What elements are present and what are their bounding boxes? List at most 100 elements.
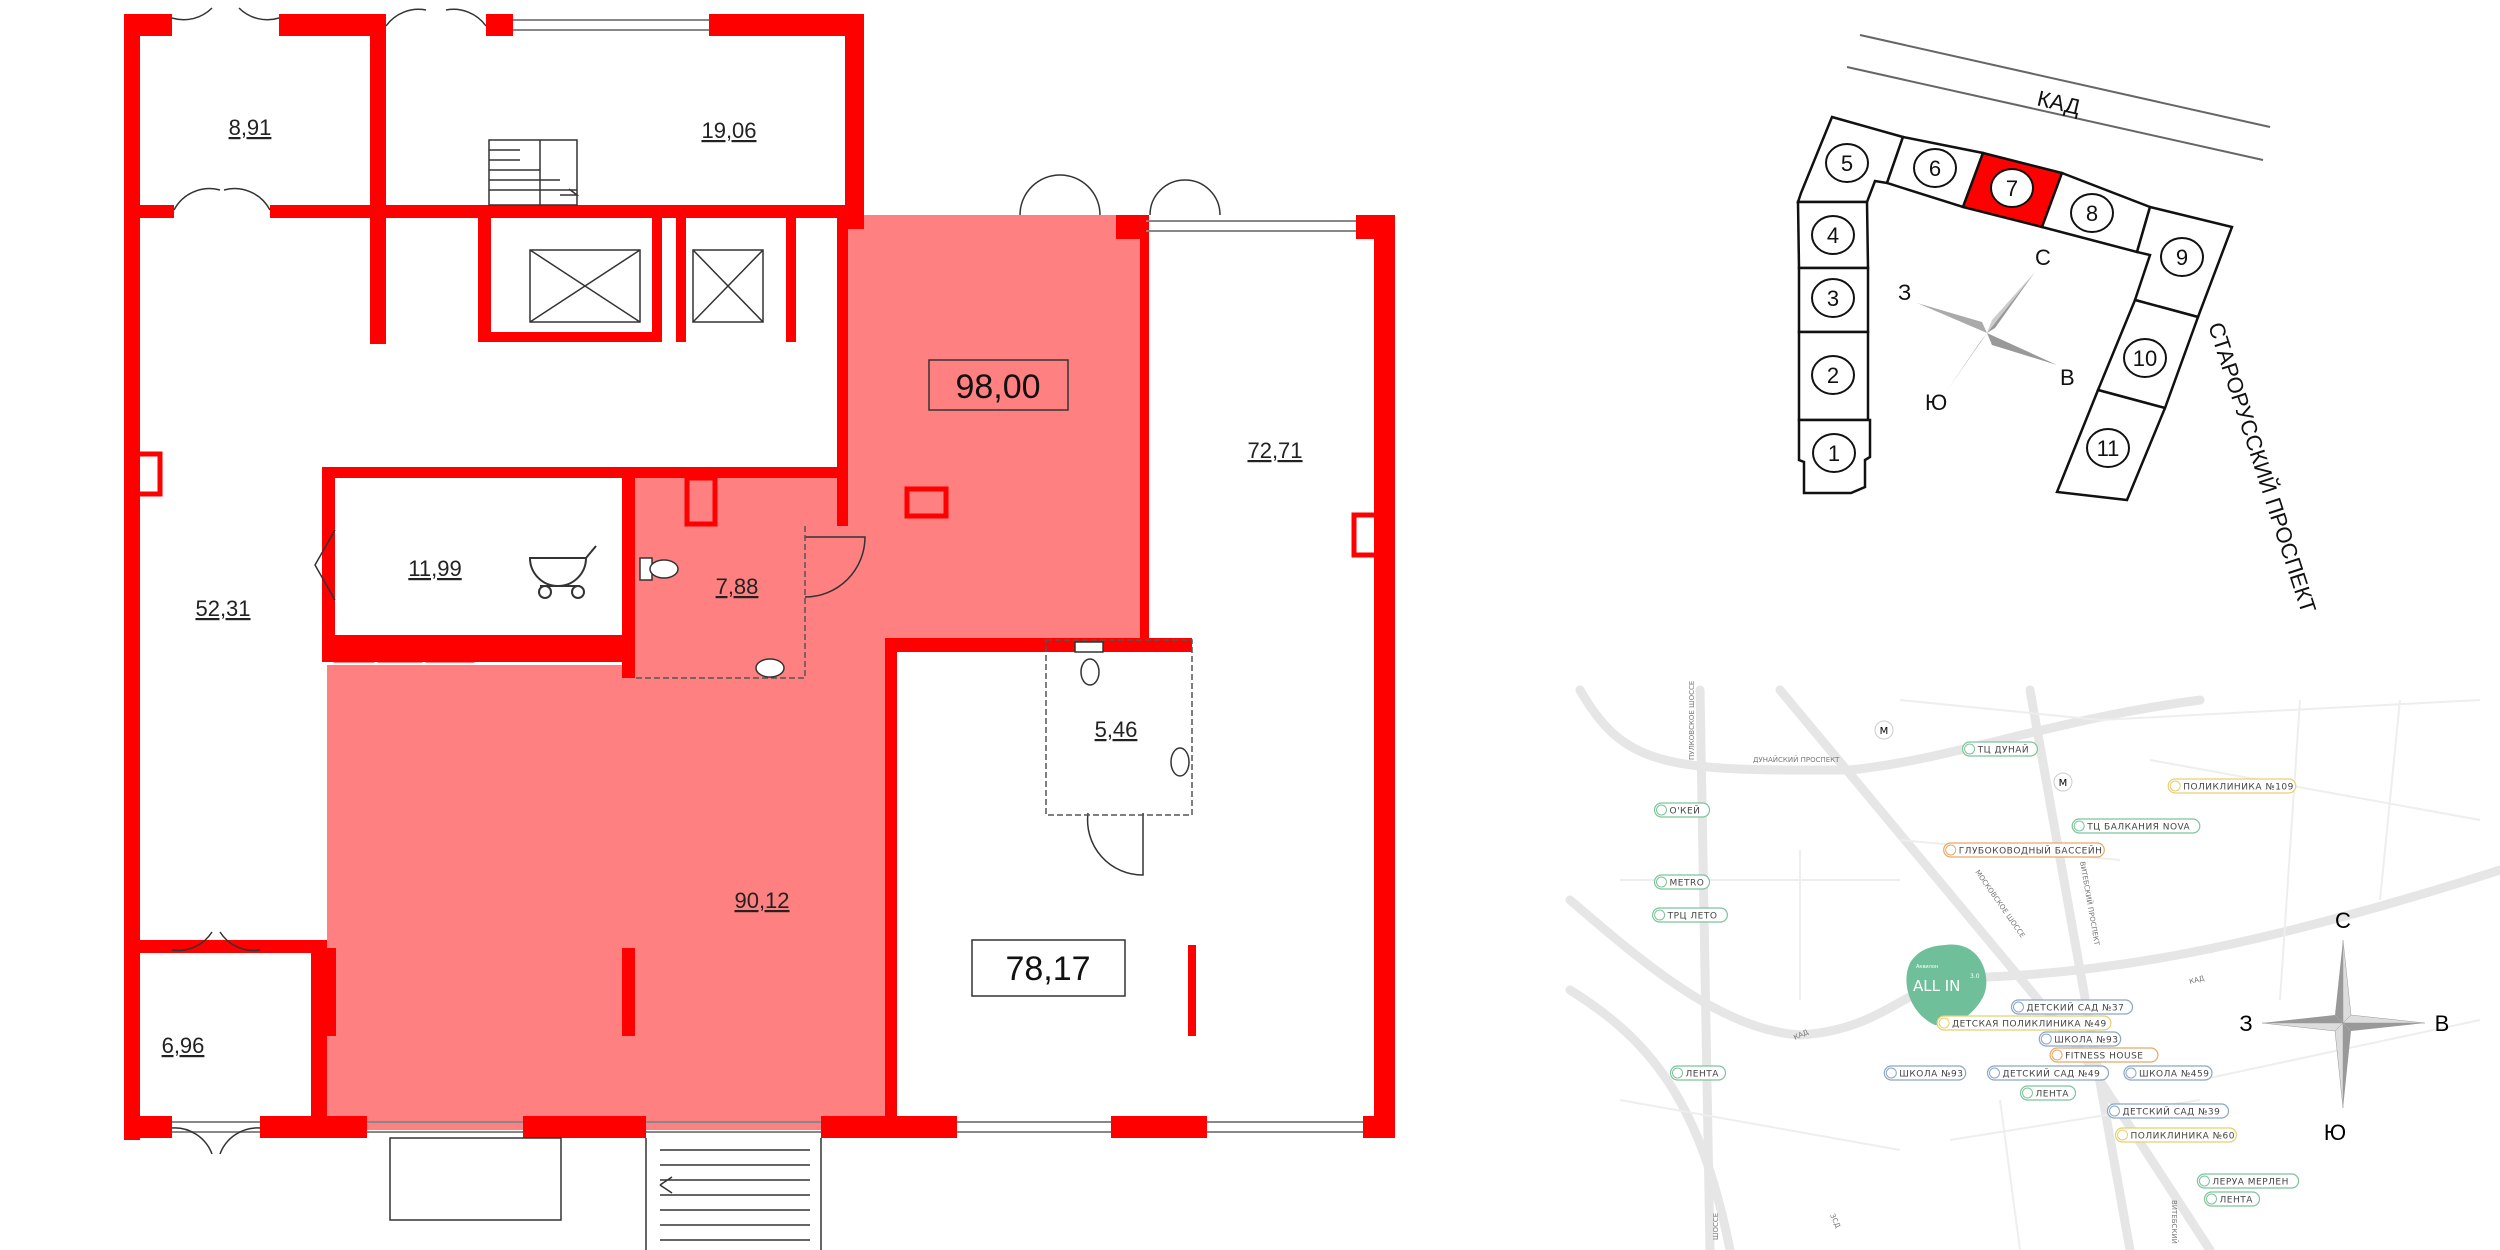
section-circle: [2070, 193, 2114, 233]
metro-icon: M: [2053, 772, 2073, 792]
poi-pill: [1936, 1015, 2112, 1031]
poi-shop[interactable]: METRO: [1653, 874, 1711, 890]
section-circle: [2160, 237, 2204, 277]
section-11[interactable]: 11: [2086, 428, 2130, 468]
section-5[interactable]: 5: [1825, 143, 1869, 183]
section-circle: [1913, 148, 1957, 188]
section-10[interactable]: 10: [2123, 338, 2167, 378]
room-area-label: 8,91: [229, 115, 272, 140]
map-compass: С З В Ю: [2239, 908, 2449, 1145]
section-circle: [1990, 168, 2034, 208]
poi-label: ЛЕНТА: [2220, 1196, 2254, 1206]
section-2[interactable]: 2: [1811, 355, 1855, 395]
section-number: 10: [2133, 346, 2157, 371]
poi-pill: [2196, 1173, 2300, 1189]
section-1[interactable]: 1: [1812, 433, 1856, 473]
poi-school[interactable]: ШКОЛА №93: [1883, 1065, 1967, 1081]
area-box-98: [928, 359, 1069, 411]
poi-clinic[interactable]: ПОЛИКЛИНИКА №60: [2114, 1127, 2238, 1143]
section-number: 3: [1827, 286, 1839, 311]
stroller-icon: [528, 545, 597, 599]
poi-label: ДЕТСКИЙ САД №37: [2027, 1002, 2125, 1014]
road-label: ВИТЕБСКИЙ ПРОСПЕКТ: [2078, 861, 2102, 947]
room-area-label: 90,12: [734, 888, 789, 913]
poi-shop[interactable]: ЛЕНТА: [2019, 1085, 2077, 1101]
section-number: 11: [2097, 436, 2120, 461]
poi-school[interactable]: ШКОЛА №93: [2038, 1031, 2122, 1047]
poi-school[interactable]: ДЕТСКИЙ САД №49: [1986, 1065, 2110, 1081]
poi-label: ШКОЛА №93: [1899, 1070, 1963, 1080]
building-sections: [1796, 115, 2234, 502]
school-icon: [2013, 1001, 2024, 1013]
project-sup: 3.0: [1970, 973, 1980, 980]
section-circle: [2123, 338, 2167, 378]
poi-pill: [2071, 818, 2201, 834]
poi-shop[interactable]: ТРЦ ЛЕТО: [1651, 907, 1728, 923]
section-6[interactable]: 6: [1913, 148, 1957, 188]
poi-label: ДЕТСКИЙ САД №49: [2003, 1068, 2101, 1080]
shop-icon: [1964, 743, 1976, 755]
poi-clinic[interactable]: ДЕТСКАЯ ПОЛИКЛИНИКА №49: [1936, 1015, 2112, 1031]
poi-school[interactable]: ДЕТСКИЙ САД №39: [2106, 1103, 2230, 1119]
poi-shop[interactable]: ТЦ ДУНАЙ: [1961, 741, 2038, 757]
section-7[interactable]: 7: [1990, 168, 2034, 208]
metro-icon: M: [1874, 720, 1894, 740]
poi-pill: [2106, 1103, 2230, 1119]
section-number: 8: [2086, 201, 2098, 226]
poi-pill: [1943, 842, 2105, 858]
clinic-icon: [2117, 1129, 2128, 1141]
road-label: ШОССЕ: [1712, 1213, 1720, 1240]
stairs: [389, 139, 822, 1250]
school-icon: [1885, 1067, 1897, 1079]
poi-pill: [2167, 778, 2297, 794]
section-circle: [1812, 433, 1856, 473]
section-number: 9: [2176, 245, 2188, 270]
poi-school[interactable]: ШКОЛА №459: [2123, 1065, 2213, 1081]
poi-pill: [1653, 802, 1711, 818]
room-area-label: 6,96: [162, 1033, 205, 1058]
section-4[interactable]: 4: [1811, 215, 1855, 255]
section-number: 4: [1827, 223, 1839, 248]
poi-sport[interactable]: ГЛУБОКОВОДНЫЙ БАССЕЙН: [1943, 842, 2105, 858]
section-circle: [1811, 278, 1855, 318]
poi-shop[interactable]: ЛЕНТА: [1669, 1065, 1727, 1081]
poi-pill: [2010, 999, 2134, 1015]
poi-pill: [2019, 1085, 2077, 1101]
kad-road: [1846, 34, 2271, 161]
highlighted-premises[interactable]: [327, 215, 1145, 1130]
section-8[interactable]: 8: [2070, 193, 2114, 233]
road-label: ПУЛКОВСКОЕ ШОССЕ: [1688, 681, 1696, 760]
section-3[interactable]: 3: [1811, 278, 1855, 318]
section-circle: [2086, 428, 2130, 468]
section-9[interactable]: 9: [2160, 237, 2204, 277]
shop-icon: [2073, 820, 2085, 832]
wet-zone-outline: [636, 525, 1193, 816]
shop-icon: [2022, 1087, 2033, 1099]
section-number: 6: [1929, 156, 1941, 181]
poi-shop[interactable]: ЛЕНТА: [2203, 1191, 2261, 1207]
poi-label: ТЦ ДУНАЙ: [1977, 744, 2030, 756]
project-brand: Аквилон: [1916, 964, 1938, 970]
poi-school[interactable]: ДЕТСКИЙ САД №37: [2010, 999, 2134, 1015]
poi-clinic[interactable]: ПОЛИКЛИНИКА №109: [2167, 778, 2297, 794]
poi-shop[interactable]: О'КЕЙ: [1653, 802, 1711, 818]
shop-icon: [2198, 1175, 2210, 1187]
sanitary-fixtures: [639, 557, 1190, 777]
poi-label: ЛЕРУА МЕРЛЕН: [2212, 1178, 2288, 1188]
poi-shop[interactable]: ТЦ БАЛКАНИЯ NOVA: [2071, 818, 2201, 834]
sport-icon: [1945, 844, 1957, 856]
road-label-prospect: СТАРОРУССКИЙ ПРОСПЕКТ: [2203, 319, 2321, 616]
poi-pill: [2038, 1031, 2122, 1047]
metro-glyph: M: [1880, 726, 1889, 737]
poi-label: ЛЕНТА: [2036, 1090, 2070, 1100]
school-icon: [2040, 1033, 2052, 1045]
premises-area-label: 78,17: [1005, 950, 1090, 988]
room-area-label: 52,31: [195, 596, 250, 621]
poi-sport[interactable]: FITNESS HOUSE: [2049, 1047, 2159, 1063]
section-circle: [1811, 215, 1855, 255]
project-logo[interactable]: Аквилон ALL IN 3.0: [1906, 944, 1987, 1026]
poi-shop[interactable]: ЛЕРУА МЕРЛЕН: [2196, 1173, 2300, 1189]
poi-label: ЛЕНТА: [1686, 1070, 1720, 1080]
project-name: ALL IN: [1913, 977, 1960, 995]
